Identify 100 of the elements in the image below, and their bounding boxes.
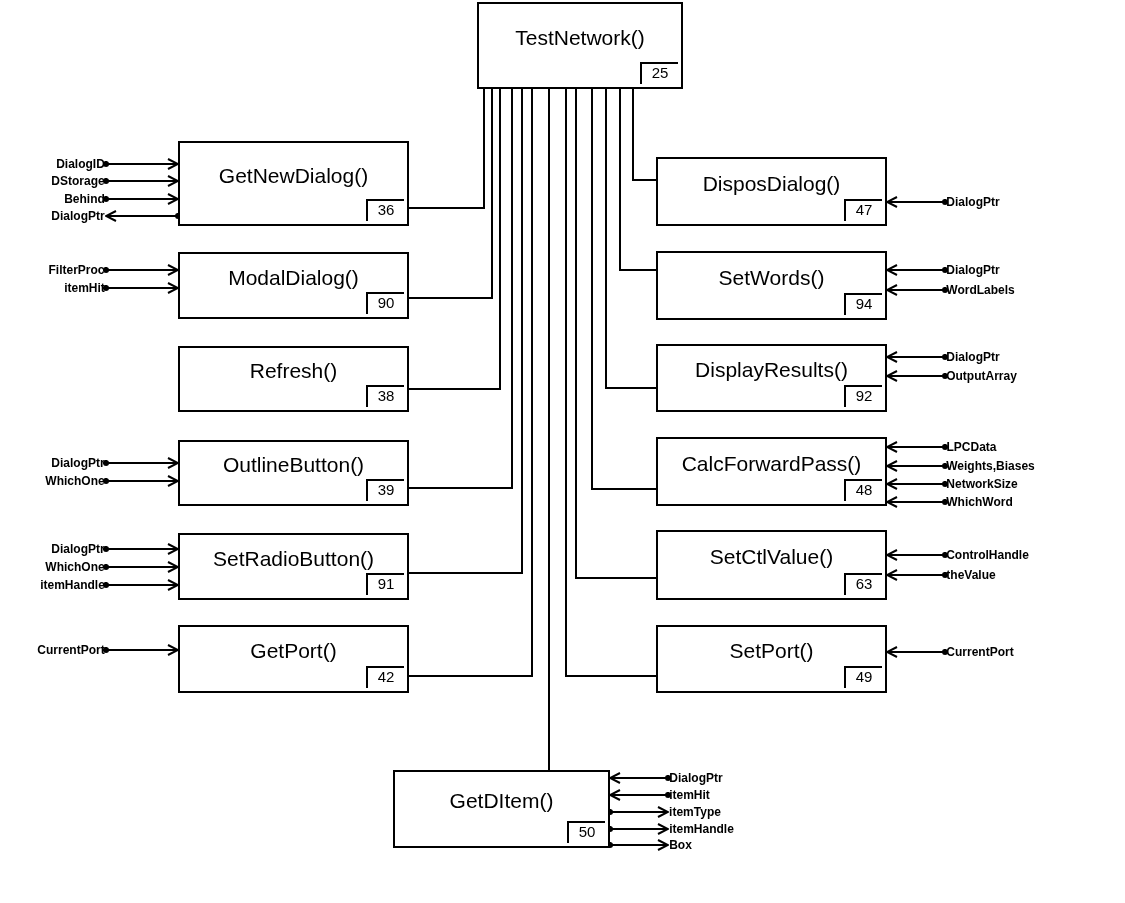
module-number: 42 — [366, 666, 404, 688]
module-box — [178, 625, 409, 693]
data-couple-arrow — [102, 561, 179, 573]
data-couple-label: CurrentPort — [37, 643, 105, 657]
data-couple-label: NetworkSize — [946, 477, 1018, 491]
data-couple-arrow — [102, 193, 179, 205]
data-couple-label: DialogPtr — [669, 771, 723, 785]
data-couple-label: itemHandle — [669, 822, 734, 836]
connector-line — [408, 88, 501, 390]
module-name: ModalDialog() — [228, 264, 359, 291]
connector-line — [548, 88, 550, 771]
module-name: DisposDialog() — [702, 170, 841, 197]
connector-line — [408, 88, 513, 489]
data-couple-arrow — [886, 549, 949, 561]
module-box — [477, 2, 683, 89]
data-couple-label: itemHit — [64, 281, 105, 295]
module-name: SetCtlValue() — [709, 544, 834, 571]
module-name: SetPort() — [729, 638, 814, 665]
data-couple-label: DialogID — [56, 157, 105, 171]
data-couple-label: Weights,Biases — [946, 459, 1035, 473]
data-couple-label: CurrentPort — [946, 645, 1014, 659]
data-couple-arrow — [886, 441, 949, 453]
data-couple-arrow — [102, 282, 179, 294]
data-couple-label: LPCData — [946, 440, 997, 454]
module-name: GetNewDialog() — [218, 162, 369, 189]
data-couple-label: itemHit — [669, 788, 710, 802]
module-name: DisplayResults() — [695, 357, 848, 384]
module-number: 91 — [366, 573, 404, 595]
data-couple-arrow — [102, 543, 179, 555]
module-box — [178, 141, 409, 226]
data-couple-arrow — [102, 457, 179, 469]
data-couple-label: theValue — [946, 568, 996, 582]
data-couple-label: DialogPtr — [946, 195, 1000, 209]
connector-line — [632, 88, 657, 181]
module-name: SetWords() — [718, 264, 825, 291]
connector-line — [575, 88, 657, 579]
data-couple-label: WhichOne — [45, 474, 105, 488]
data-couple-arrow — [886, 370, 949, 382]
module-box — [178, 252, 409, 319]
module-box — [656, 625, 887, 693]
data-couple-arrow — [102, 158, 179, 170]
data-couple-label: DialogPtr — [51, 456, 105, 470]
module-number: 47 — [844, 199, 882, 221]
module-number: 48 — [844, 479, 882, 501]
data-couple-arrow — [102, 644, 179, 656]
module-number: 39 — [366, 479, 404, 501]
module-name: CalcForwardPass() — [681, 450, 862, 477]
data-couple-label: DialogPtr — [946, 263, 1000, 277]
connector-line — [565, 88, 657, 677]
data-couple-arrow — [102, 475, 179, 487]
data-couple-label: DStorage — [51, 174, 105, 188]
module-box — [178, 533, 409, 600]
module-name: Refresh() — [249, 358, 338, 385]
data-couple-arrow — [886, 478, 949, 490]
data-couple-label: itemHandle — [40, 578, 105, 592]
data-couple-label: DialogPtr — [946, 350, 1000, 364]
module-name: GetPort() — [250, 638, 337, 665]
data-couple-label: DialogPtr — [51, 209, 105, 223]
data-couple-label: ControlHandle — [946, 548, 1029, 562]
module-name: SetRadioButton() — [212, 545, 375, 572]
data-couple-label: Behind — [64, 192, 105, 206]
data-couple-arrow — [886, 196, 949, 208]
connector-line — [605, 88, 657, 389]
data-couple-arrow — [886, 460, 949, 472]
data-couple-arrow — [886, 646, 949, 658]
module-box — [178, 346, 409, 412]
data-couple-arrow — [102, 264, 179, 276]
data-couple-label: Box — [669, 838, 692, 852]
data-couple-arrow — [886, 264, 949, 276]
data-couple-arrow — [102, 175, 179, 187]
data-couple-label: WhichWord — [946, 495, 1013, 509]
data-couple-arrow — [886, 351, 949, 363]
connector-line — [619, 88, 657, 271]
data-couple-label: itemType — [669, 805, 721, 819]
module-box — [393, 770, 610, 848]
connector-line — [408, 88, 533, 677]
module-name: GetDItem() — [449, 788, 554, 815]
connector-line — [408, 88, 523, 574]
data-couple-arrow — [886, 284, 949, 296]
module-number: 90 — [366, 292, 404, 314]
module-number: 38 — [366, 385, 404, 407]
module-box — [178, 440, 409, 506]
data-couple-arrow — [102, 579, 179, 591]
module-number: 25 — [640, 62, 678, 84]
data-couple-arrow — [886, 569, 949, 581]
data-couple-arrow — [886, 496, 949, 508]
data-couple-arrow — [609, 789, 672, 801]
connector-line — [408, 88, 493, 299]
module-number: 49 — [844, 666, 882, 688]
data-couple-label: FilterProc — [48, 263, 105, 277]
data-couple-label: OutputArray — [946, 369, 1017, 383]
module-name: TestNetwork() — [515, 24, 645, 51]
module-box — [656, 157, 887, 226]
module-number: 36 — [366, 199, 404, 221]
module-number: 50 — [567, 821, 605, 843]
module-number: 63 — [844, 573, 882, 595]
module-box — [656, 251, 887, 320]
module-number: 92 — [844, 385, 882, 407]
data-couple-label: WordLabels — [946, 283, 1015, 297]
data-couple-arrow — [609, 772, 672, 784]
